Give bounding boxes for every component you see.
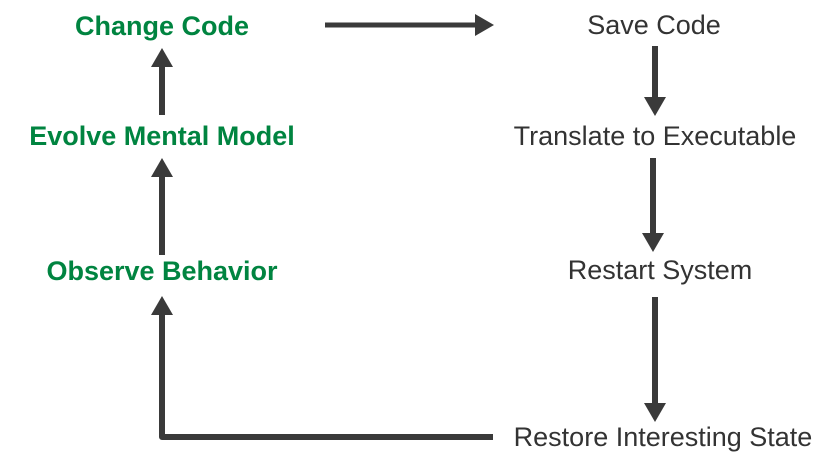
- node-save-code: Save Code: [587, 10, 721, 41]
- node-observe-behavior: Observe Behavior: [46, 256, 278, 287]
- arrow-restore-to-observe-icon: [151, 296, 493, 440]
- node-restart-system: Restart System: [567, 255, 753, 286]
- node-translate-to-executable: Translate to Executable: [513, 121, 797, 152]
- node-restore-interesting-state: Restore Interesting State: [513, 422, 813, 453]
- node-evolve-mental-model: Evolve Mental Model: [29, 121, 295, 152]
- arrow-change-to-save-icon: [325, 14, 494, 36]
- arrow-evolve-to-change-icon: [151, 48, 173, 115]
- arrow-save-to-translate-icon: [644, 46, 666, 116]
- node-change-code: Change Code: [74, 11, 250, 42]
- arrow-restart-to-restore-icon: [644, 297, 666, 422]
- arrow-observe-to-evolve-icon: [151, 158, 173, 255]
- arrow-translate-to-restart-icon: [642, 158, 664, 252]
